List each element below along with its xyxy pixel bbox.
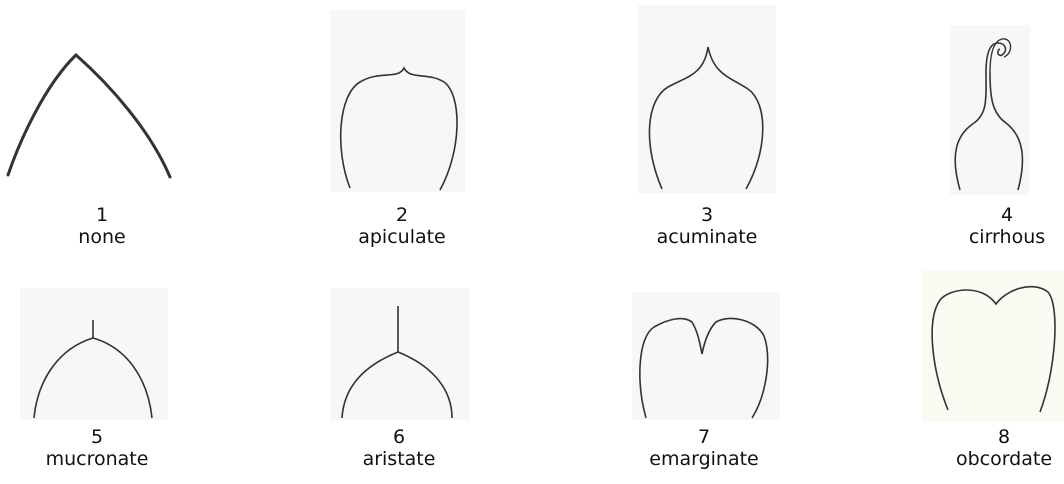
- caption-label: cirrhous: [907, 226, 1064, 248]
- caption-label: emarginate: [604, 448, 804, 470]
- illustration-acuminate: [638, 5, 776, 193]
- caption-number: 2: [302, 204, 502, 226]
- illustration-cirrhous: [950, 25, 1030, 195]
- caption-label: obcordate: [904, 448, 1064, 470]
- caption-label: mucronate: [0, 448, 197, 470]
- illustration-emarginate: [632, 292, 780, 420]
- illustration-apiculate: [330, 10, 465, 192]
- caption-number: 3: [607, 204, 807, 226]
- caption-number: 7: [604, 426, 804, 448]
- caption-5: 5 mucronate: [0, 426, 197, 470]
- caption-label: none: [2, 226, 202, 248]
- illustration-aristate: [330, 288, 470, 420]
- caption-2: 2 apiculate: [302, 204, 502, 248]
- caption-label: apiculate: [302, 226, 502, 248]
- illustration-none: [0, 20, 182, 198]
- caption-label: aristate: [299, 448, 499, 470]
- illustration-mucronate: [20, 288, 168, 420]
- caption-number: 1: [2, 204, 202, 226]
- caption-8: 8 obcordate: [904, 426, 1064, 470]
- caption-number: 8: [904, 426, 1064, 448]
- caption-number: 4: [907, 204, 1064, 226]
- caption-3: 3 acuminate: [607, 204, 807, 248]
- illustration-obcordate: [922, 270, 1064, 422]
- caption-number: 6: [299, 426, 499, 448]
- caption-6: 6 aristate: [299, 426, 499, 470]
- caption-7: 7 emarginate: [604, 426, 804, 470]
- caption-number: 5: [0, 426, 197, 448]
- caption-1: 1 none: [2, 204, 202, 248]
- caption-4: 4 cirrhous: [907, 204, 1064, 248]
- caption-label: acuminate: [607, 226, 807, 248]
